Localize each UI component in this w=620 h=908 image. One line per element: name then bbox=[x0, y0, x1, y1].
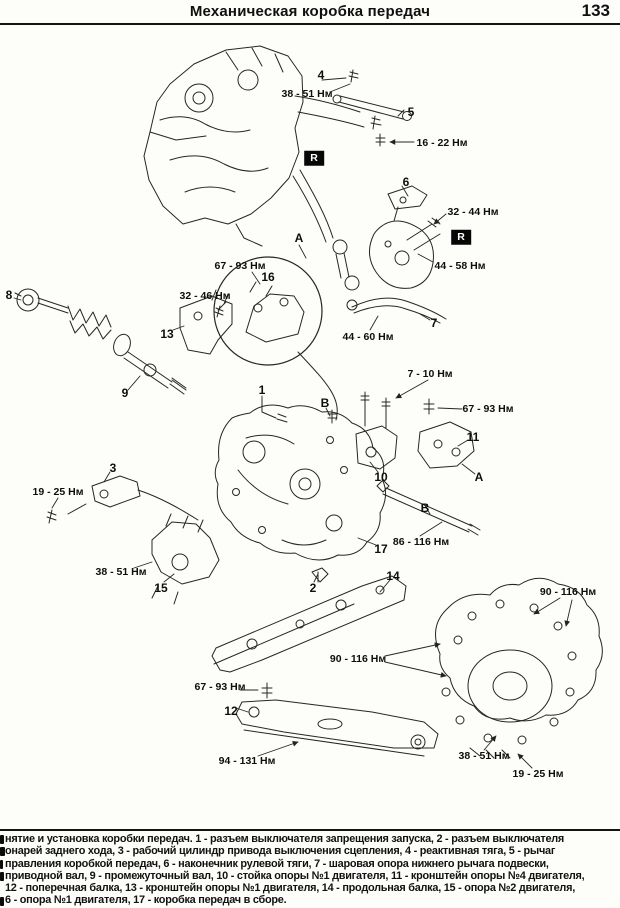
callout-number: 5 bbox=[407, 105, 415, 119]
reactive-rod bbox=[332, 69, 412, 147]
callout-number: 9 bbox=[121, 386, 129, 400]
figure-caption: нятие и установка коробки передач. 1 - р… bbox=[5, 833, 618, 907]
torque-label: 44 - 58 Нм bbox=[434, 260, 486, 272]
bracket-13 bbox=[179, 289, 233, 355]
callout-number: 10 bbox=[374, 470, 388, 484]
callout-number: 12 bbox=[224, 704, 238, 718]
caption-line: нятие и установка коробки передач. 1 - р… bbox=[5, 833, 565, 845]
torque-label: 67 - 93 Нм bbox=[462, 403, 514, 415]
crossmember bbox=[235, 682, 439, 757]
callout-number: 17 bbox=[374, 542, 388, 556]
callout-number: 11 bbox=[466, 430, 480, 444]
caption-line: 12 - поперечная балка, 13 - кронштейн оп… bbox=[5, 882, 575, 895]
callout-number: 3 bbox=[109, 461, 117, 475]
scan-artifact bbox=[0, 847, 5, 856]
torque-label: 67 - 93 Нм bbox=[194, 681, 246, 693]
callout-number: 8 bbox=[5, 288, 13, 302]
torque-label: 94 - 131 Нм bbox=[218, 755, 276, 767]
torque-label: 86 - 116 Нм bbox=[392, 536, 450, 548]
reference-letter: A bbox=[294, 231, 304, 245]
caption-rule bbox=[0, 829, 620, 831]
torque-label: 38 - 51 Нм bbox=[281, 88, 333, 100]
torque-label: 16 - 22 Нм bbox=[416, 137, 468, 149]
torque-label: 38 - 51 Нм bbox=[458, 750, 510, 762]
callout-number: 15 bbox=[154, 581, 168, 595]
callout-number: 14 bbox=[386, 569, 400, 583]
callout-number: 4 bbox=[317, 68, 325, 82]
engine-block bbox=[143, 45, 304, 247]
torque-label: 90 - 116 Нм bbox=[329, 653, 387, 665]
longitudinal-beam bbox=[211, 575, 407, 673]
torque-label: 19 - 25 Нм bbox=[512, 768, 564, 780]
shift-lever bbox=[387, 185, 428, 222]
leader-lines bbox=[13, 77, 573, 769]
mount-stay-10 bbox=[355, 391, 435, 470]
torque-label: 7 - 10 Нм bbox=[407, 368, 453, 380]
caption-line: правления коробкой передач, 6 - наконечн… bbox=[5, 857, 549, 870]
transmission-case bbox=[214, 397, 386, 583]
torque-label: 32 - 46 Нм bbox=[179, 290, 231, 302]
lower-arm bbox=[346, 297, 447, 324]
callout-number: 7 bbox=[430, 316, 438, 330]
torque-label: 19 - 25 Нм bbox=[32, 486, 84, 498]
header-rule bbox=[0, 23, 620, 25]
scan-artifact bbox=[0, 860, 3, 869]
torque-label: 32 - 44 Нм bbox=[447, 206, 499, 218]
caption-line: приводной вал, 9 - промежуточный вал, 10… bbox=[5, 869, 585, 882]
callout-number: 13 bbox=[160, 327, 174, 341]
page-title: Механическая коробка передач bbox=[189, 3, 431, 20]
transaxle-end-view bbox=[435, 577, 603, 759]
torque-label: 90 - 116 Нм bbox=[539, 586, 597, 598]
reference-letter: A bbox=[474, 470, 484, 484]
scan-artifact bbox=[0, 835, 4, 844]
caption-line: онарей заднего хода, 3 - рабочий цилиндр… bbox=[5, 845, 556, 858]
torque-label: 44 - 60 Нм bbox=[342, 331, 394, 343]
drive-shaft bbox=[14, 288, 187, 395]
callout-number: 2 bbox=[309, 581, 317, 595]
engine-mount-2 bbox=[151, 513, 220, 605]
page-number: 133 bbox=[581, 1, 610, 20]
bracket-11 bbox=[417, 421, 475, 469]
shift-cables bbox=[292, 95, 365, 243]
torque-label: 38 - 51 Нм bbox=[95, 566, 147, 578]
callout-number: 16 bbox=[261, 270, 275, 284]
caption-line: 6 - опора №1 двигателя, 17 - коробка пер… bbox=[5, 894, 287, 907]
scan-artifact bbox=[0, 872, 4, 881]
reference-letter: B bbox=[320, 396, 330, 410]
callout-number: 1 bbox=[258, 383, 266, 397]
through-bolt bbox=[376, 479, 481, 536]
torque-label: 67 - 93 Нм bbox=[214, 260, 266, 272]
scan-artifact bbox=[0, 897, 4, 906]
callout-number: 6 bbox=[402, 175, 410, 189]
r-badge: R bbox=[304, 150, 324, 166]
clutch-slave-cylinder bbox=[46, 475, 199, 524]
r-badge: R bbox=[451, 229, 471, 245]
reference-letter: B bbox=[420, 501, 430, 515]
